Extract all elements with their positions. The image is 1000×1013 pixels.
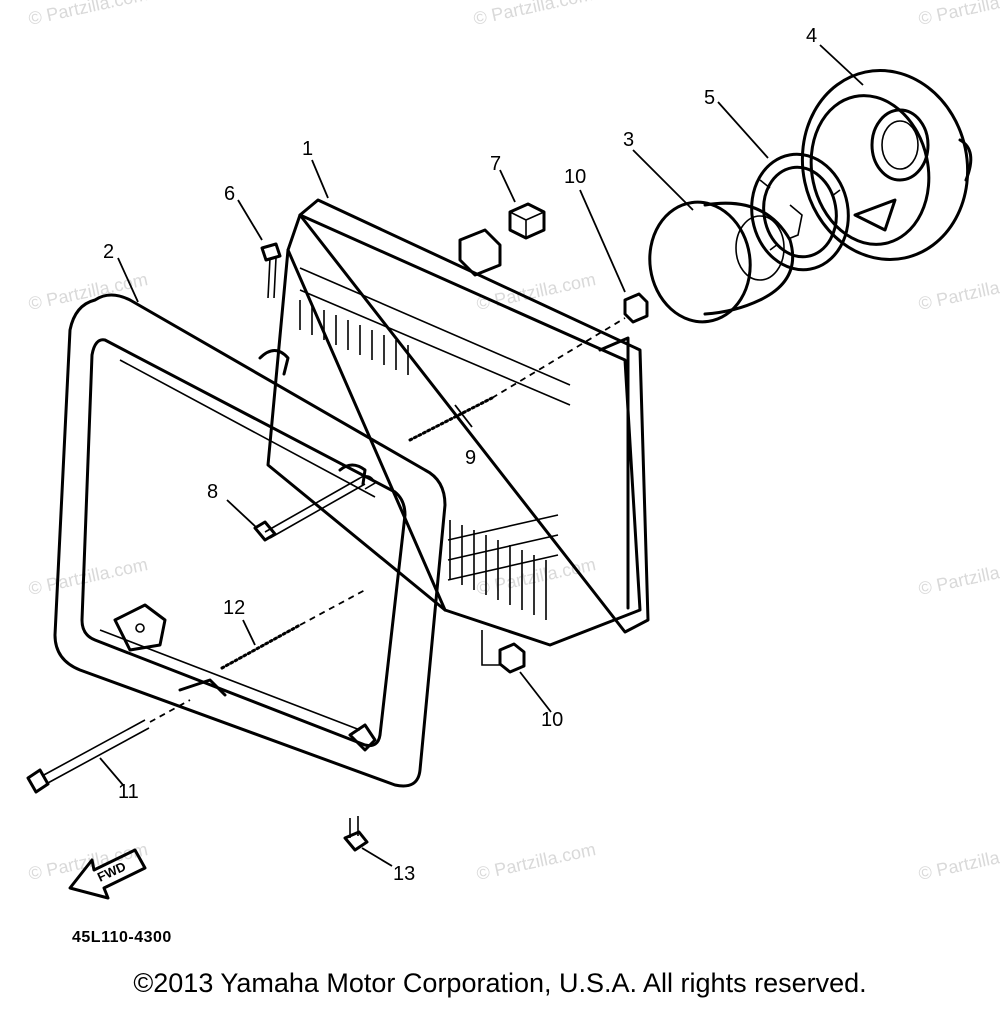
leader-lines bbox=[99, 44, 864, 867]
part-12-spring[interactable] bbox=[220, 589, 366, 670]
lens-pattern bbox=[299, 300, 559, 620]
watermark: © Partzilla.com bbox=[917, 554, 1000, 599]
callout-10-lower: 10 bbox=[541, 709, 563, 731]
callouts: 1 2 3 4 5 6 7 8 9 10 10 11 12 13 bbox=[103, 25, 817, 885]
callout-7: 7 bbox=[490, 153, 501, 175]
part-5-ring[interactable] bbox=[743, 147, 858, 278]
watermark: © Partzilla.com bbox=[27, 554, 150, 599]
callout-2: 2 bbox=[103, 241, 114, 263]
watermark: © Partzilla.com bbox=[475, 269, 598, 314]
part-6-screw[interactable] bbox=[260, 242, 282, 299]
callout-3: 3 bbox=[623, 129, 634, 151]
callout-8: 8 bbox=[207, 481, 218, 503]
part-13-screw[interactable] bbox=[343, 816, 369, 852]
copyright-text: ©2013 Yamaha Motor Corporation, U.S.A. A… bbox=[133, 968, 867, 998]
watermark: © Partzilla.com bbox=[472, 0, 595, 29]
watermarks: © Partzilla.com © Partzilla.com © Partzi… bbox=[27, 0, 1000, 884]
callout-10-upper: 10 bbox=[564, 166, 586, 188]
watermark: © Partzilla.com bbox=[27, 839, 150, 884]
part-3-bulb[interactable] bbox=[642, 196, 803, 329]
part-4-housing[interactable] bbox=[785, 55, 985, 275]
callout-5: 5 bbox=[704, 87, 715, 109]
watermark: © Partzilla.com bbox=[27, 0, 150, 29]
watermark: © Partzilla.com bbox=[917, 0, 1000, 29]
part-10-clip-lower[interactable] bbox=[481, 630, 526, 674]
part-11-screw[interactable] bbox=[26, 699, 191, 794]
part-10-clip-upper[interactable] bbox=[623, 292, 649, 324]
part-1-headlight-unit[interactable] bbox=[266, 198, 650, 647]
watermark: © Partzilla.com bbox=[27, 269, 150, 314]
callout-4: 4 bbox=[806, 25, 817, 47]
part-2-rim[interactable] bbox=[53, 293, 447, 788]
callout-1: 1 bbox=[302, 138, 313, 160]
callout-12: 12 bbox=[223, 597, 245, 619]
callout-6: 6 bbox=[224, 183, 235, 205]
watermark: © Partzilla.com bbox=[475, 839, 598, 884]
callout-9: 9 bbox=[465, 447, 476, 469]
callout-13: 13 bbox=[393, 863, 415, 885]
part-8-screw[interactable] bbox=[253, 475, 377, 542]
watermark: © Partzilla.com bbox=[917, 839, 1000, 884]
watermark: © Partzilla.com bbox=[917, 269, 1000, 314]
watermark: © Partzilla.com bbox=[475, 554, 598, 599]
part-7-nut[interactable] bbox=[508, 202, 546, 240]
diagram-code: 45L110-4300 bbox=[72, 929, 172, 946]
part-9-spring[interactable] bbox=[408, 317, 626, 442]
callout-11: 11 bbox=[118, 781, 139, 803]
